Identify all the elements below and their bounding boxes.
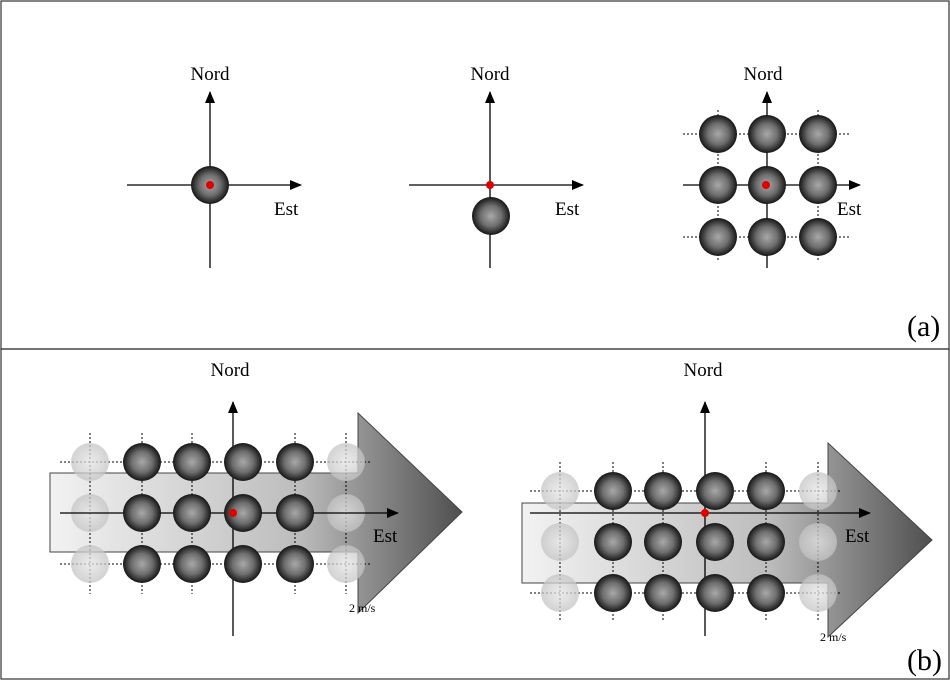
sphere: [123, 494, 161, 532]
east-label: Est: [845, 526, 870, 547]
east-label: Est: [373, 526, 398, 547]
ghost-sphere: [541, 523, 579, 561]
diagram-a2: Nord Est: [409, 64, 584, 268]
sphere: [644, 472, 682, 510]
sphere: [173, 494, 211, 532]
sphere: [747, 472, 785, 510]
sphere: [748, 218, 786, 256]
panel-b-frame: [0, 348, 950, 680]
ghost-sphere: [541, 574, 579, 612]
sphere: [748, 115, 786, 153]
sphere: [644, 574, 682, 612]
sphere: [696, 523, 734, 561]
diagram-b2: Nord Est 2 m/s: [521, 360, 933, 644]
north-label: Nord: [210, 360, 250, 381]
sphere: [594, 523, 632, 561]
center-marker: [486, 181, 494, 189]
speed-label: 2 m/s: [349, 601, 376, 615]
sphere: [173, 545, 211, 583]
ghost-sphere: [71, 443, 109, 481]
sphere: [747, 574, 785, 612]
ghost-sphere: [327, 443, 365, 481]
ghost-sphere: [799, 574, 837, 612]
sphere: [123, 545, 161, 583]
east-label: Est: [837, 199, 862, 220]
speed-label: 2 m/s: [820, 630, 847, 644]
panel-b-label: (b): [907, 644, 942, 677]
east-label: Est: [274, 199, 299, 220]
ghost-sphere: [327, 545, 365, 583]
center-marker: [206, 181, 214, 189]
sphere: [696, 574, 734, 612]
sphere: [276, 545, 314, 583]
sphere: [276, 494, 314, 532]
sphere: [472, 197, 510, 235]
sphere: [799, 218, 837, 256]
ghost-spheres: [541, 472, 837, 612]
center-marker: [762, 181, 770, 189]
ghost-sphere: [71, 545, 109, 583]
ghost-sphere: [799, 472, 837, 510]
sphere: [799, 166, 837, 204]
sphere: [173, 443, 211, 481]
sphere-grid: [123, 443, 314, 583]
panel-a-label: (a): [907, 310, 940, 343]
east-label: Est: [555, 199, 580, 220]
sphere-grid: [594, 472, 785, 612]
sphere: [699, 115, 737, 153]
diagram-b1: Nord Est 2 m/s: [49, 360, 463, 636]
sphere-grid: [699, 115, 837, 256]
center-marker: [701, 509, 709, 517]
diagram-a1: Nord Est: [127, 64, 302, 268]
sphere: [644, 523, 682, 561]
sphere: [224, 494, 262, 532]
sphere: [594, 472, 632, 510]
sphere: [123, 443, 161, 481]
sphere: [696, 472, 734, 510]
sphere: [224, 545, 262, 583]
sphere: [747, 523, 785, 561]
ghost-sphere: [541, 472, 579, 510]
sphere: [799, 115, 837, 153]
diagram-a3: Nord Est: [683, 64, 862, 268]
sphere: [224, 443, 262, 481]
sphere: [699, 166, 737, 204]
sphere: [699, 218, 737, 256]
ghost-sphere: [799, 523, 837, 561]
sphere: [276, 443, 314, 481]
north-label: Nord: [190, 64, 230, 85]
north-label: Nord: [470, 64, 510, 85]
center-marker: [229, 509, 237, 517]
north-label: Nord: [683, 360, 723, 381]
sphere: [594, 574, 632, 612]
north-label: Nord: [743, 64, 783, 85]
